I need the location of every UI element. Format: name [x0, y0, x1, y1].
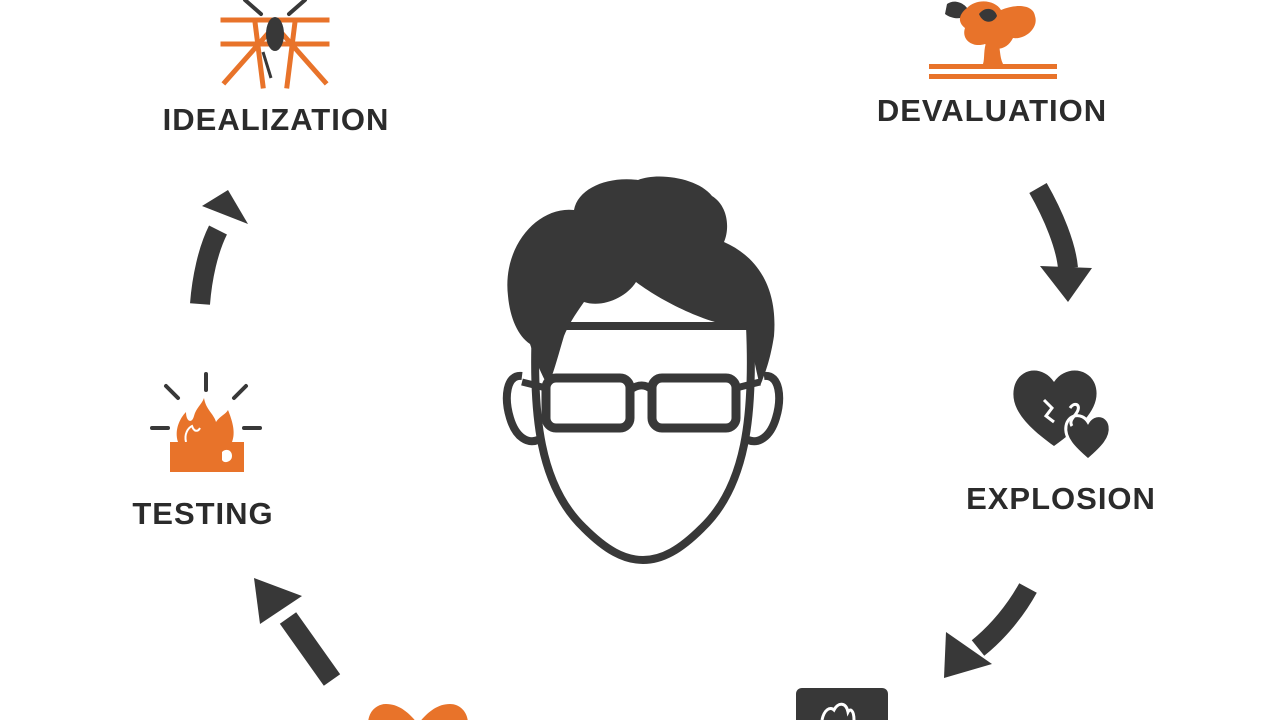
mushroom-cloud-icon — [929, 1, 1057, 79]
arrow-devaluation-to-explosion — [1029, 183, 1092, 302]
man-with-glasses-icon — [502, 176, 784, 565]
arrow-bottom-to-testing — [254, 578, 341, 686]
devaluation-label: DEVALUATION — [876, 93, 1108, 128]
explosion-label: EXPLOSION — [966, 481, 1156, 516]
testing-label: TESTING — [132, 496, 274, 531]
dark-box-icon — [796, 688, 888, 720]
arrow-explosion-to-bottom — [944, 583, 1037, 678]
idealization-label: IDEALIZATION — [162, 102, 390, 137]
arrow-testing-to-idealization — [190, 190, 248, 305]
heart-icon — [368, 704, 468, 720]
burning-box-icon — [150, 372, 262, 472]
broken-hearts-icon — [1013, 370, 1112, 462]
sparkle-gift-icon — [220, 0, 330, 89]
